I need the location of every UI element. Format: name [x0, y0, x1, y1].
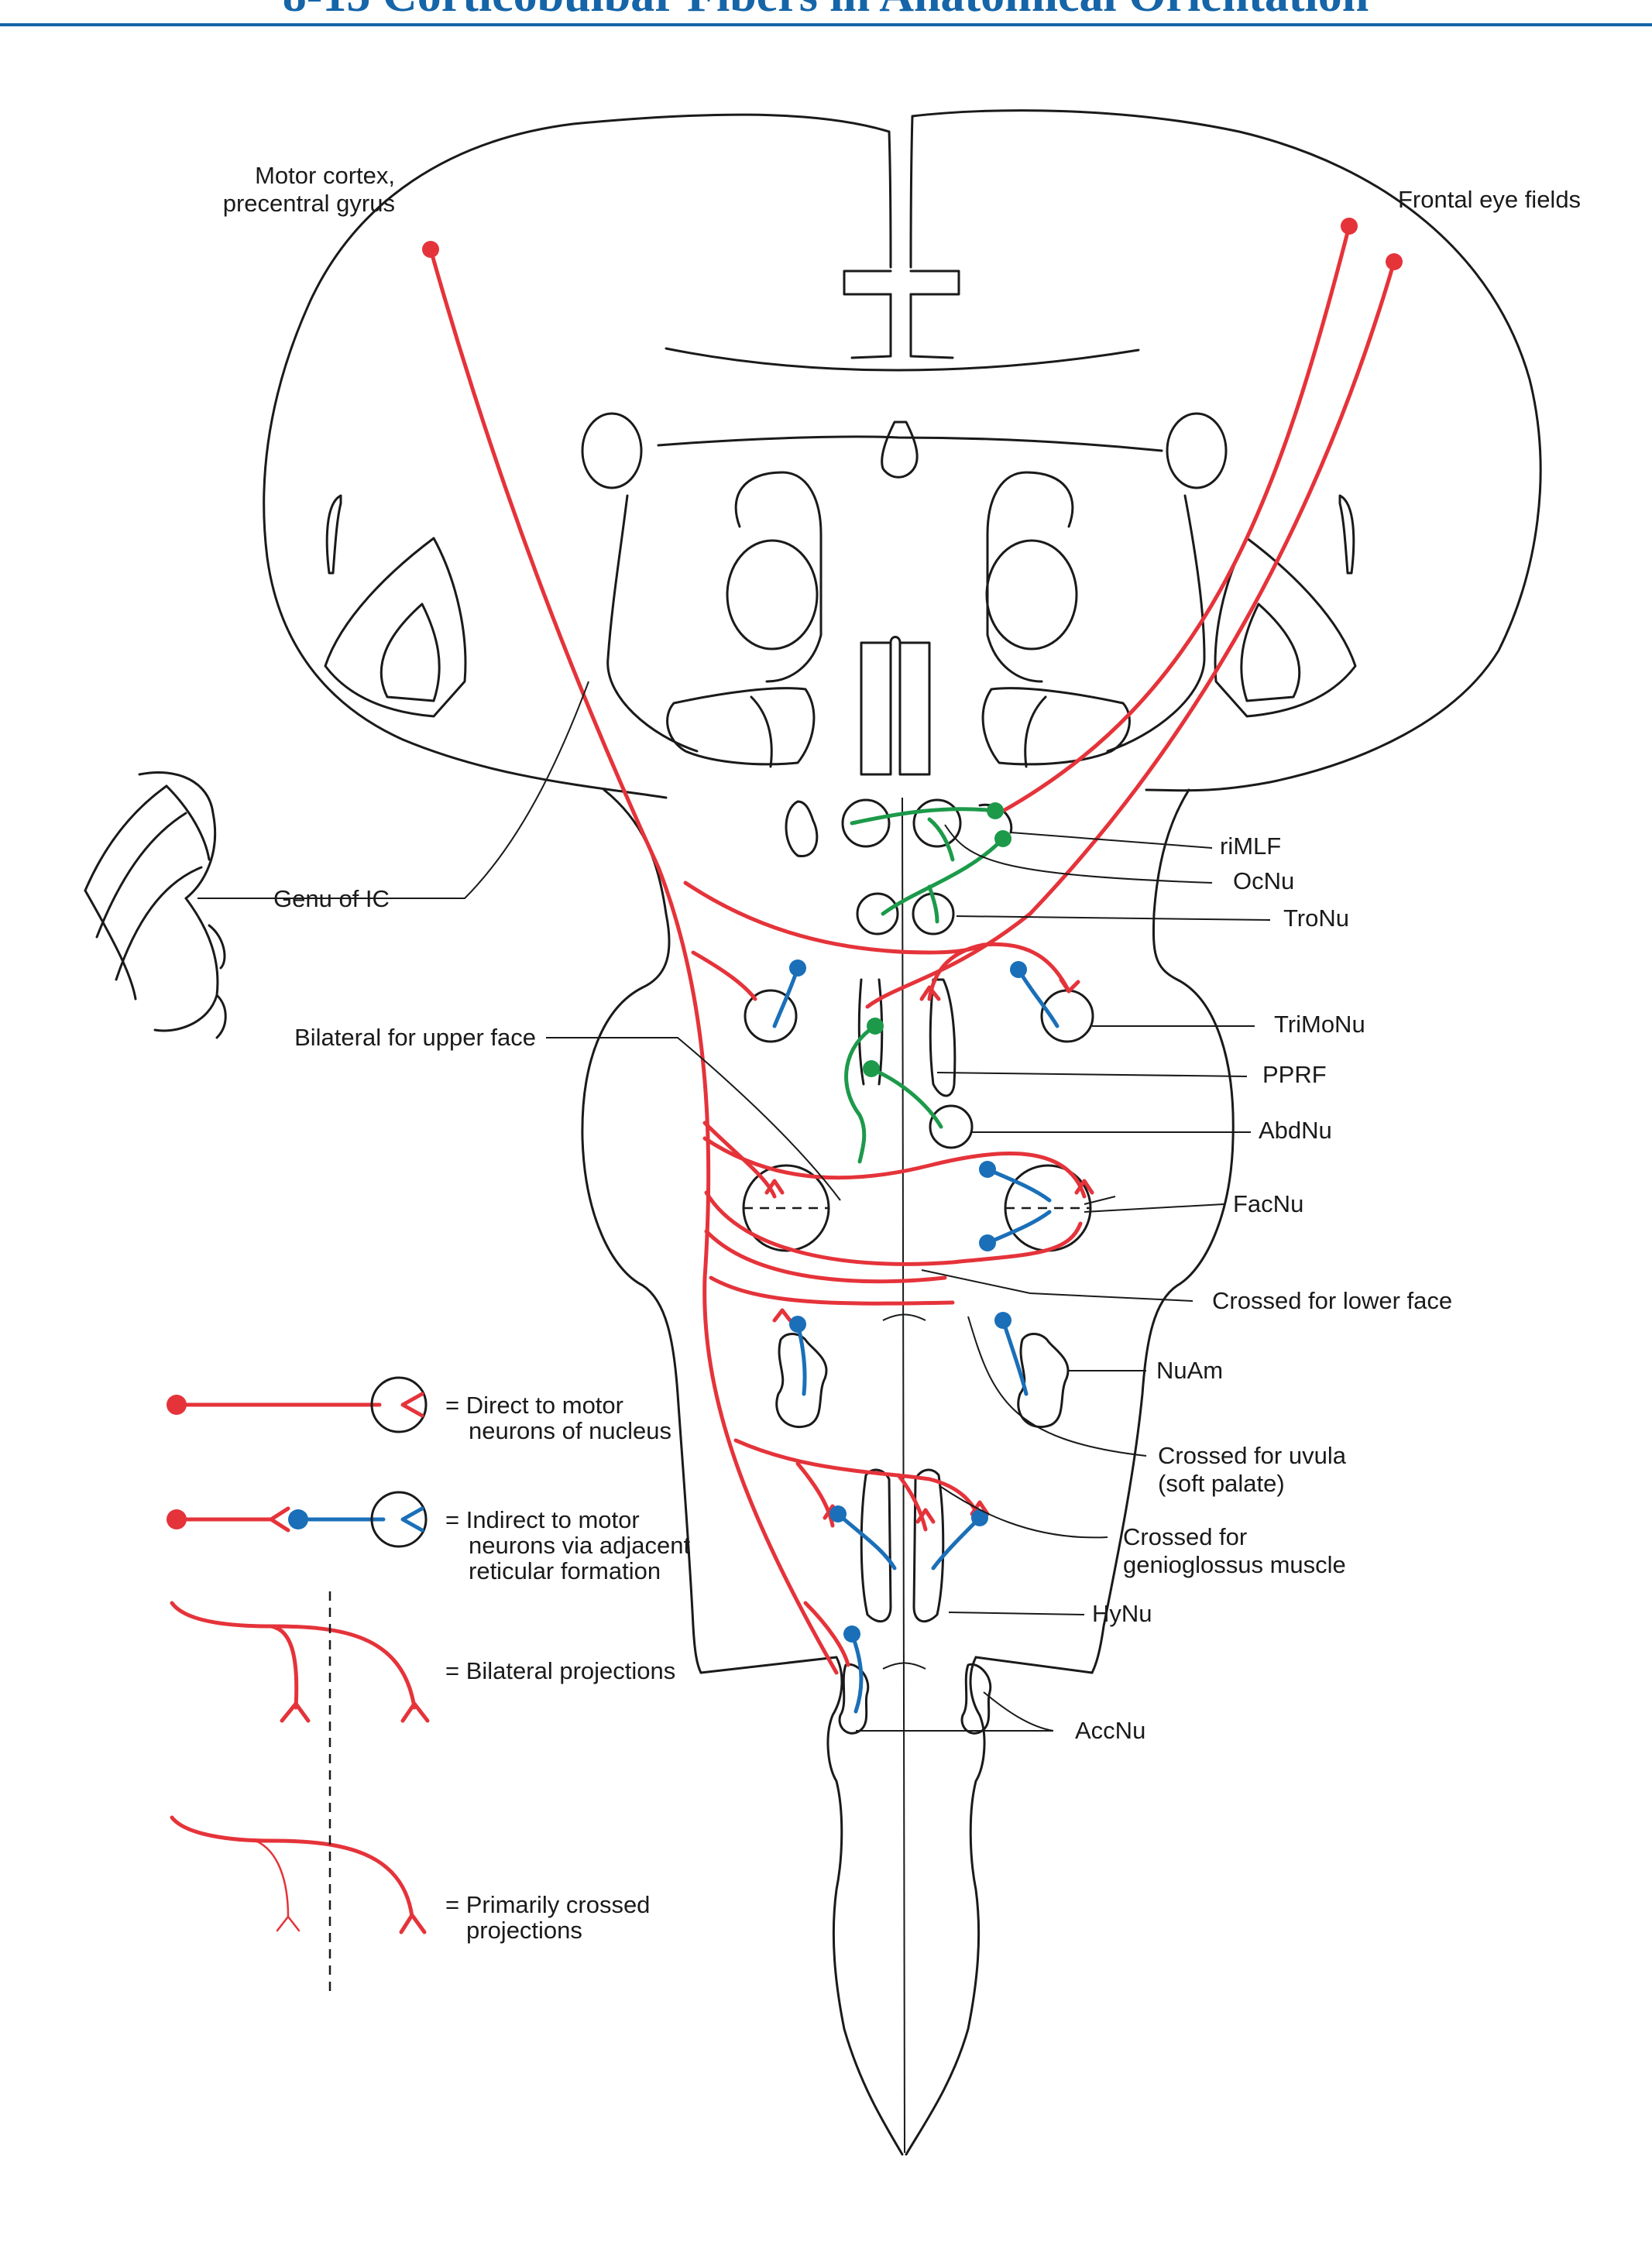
legend-crossed: = Primarily crossed projections [170, 1815, 650, 1944]
label-bilateral-upper-face: Bilateral for upper face [294, 1024, 536, 1051]
label-abdnu: AbdNu [1259, 1117, 1332, 1144]
indirect-fibers [772, 959, 1060, 1714]
label-hynu: HyNu [1092, 1600, 1152, 1627]
label-facnu: FacNu [1233, 1190, 1303, 1217]
legend-crossed-line-1: = Primarily crossed [445, 1891, 650, 1918]
labels: Motor cortex, precentral gyrus Frontal e… [223, 162, 1581, 1744]
label-genu-ic: Genu of IC [273, 885, 390, 912]
brain-outline [263, 109, 1542, 2156]
frontal-eye-field-origin-2 [1386, 253, 1403, 270]
brainstem-outline [581, 788, 702, 1674]
label-motor-cortex-2: precentral gyrus [223, 190, 395, 217]
legend-direct: = Direct to motor neurons of nucleus [167, 1376, 671, 1444]
gaze-fibers [844, 802, 1011, 1164]
legend-indirect-line-2: neurons via adjacent [469, 1532, 690, 1559]
label-crossed-lower-face: Crossed for lower face [1212, 1287, 1452, 1314]
right-hemisphere-outline [911, 109, 1542, 792]
label-trimonu: TriMoNu [1274, 1011, 1365, 1038]
legend-bilateral-text: = Bilateral projections [445, 1657, 675, 1684]
figure-title: 8-15 Corticobulbar Fibers in Anatomical … [283, 0, 1369, 22]
label-pprf: PPRF [1262, 1061, 1327, 1088]
legend: = Direct to motor neurons of nucleus = I… [167, 1376, 690, 1994]
frontal-eye-field-tract-1 [997, 224, 1351, 815]
internal-capsule-inset [84, 771, 227, 1039]
label-crossed-genioglossus-2: genioglossus muscle [1123, 1551, 1346, 1578]
label-crossed-uvula-2: (soft palate) [1158, 1470, 1285, 1497]
legend-indirect: = Indirect to motor neurons via adjacent… [167, 1491, 690, 1584]
left-hemisphere-outline [263, 113, 891, 799]
corticobulbar-fibers [422, 218, 1403, 1675]
label-motor-cortex-1: Motor cortex, [255, 162, 395, 189]
motor-cortex-tract [428, 247, 839, 1675]
label-crossed-uvula-1: Crossed for uvula [1158, 1442, 1347, 1469]
label-frontal-eye-fields: Frontal eye fields [1398, 186, 1581, 213]
frontal-eye-field-origin-1 [1341, 218, 1358, 235]
legend-crossed-line-2: projections [466, 1917, 582, 1944]
legend-indirect-line-3: reticular formation [469, 1557, 661, 1584]
frontal-eye-field-tract-2 [865, 259, 1396, 1009]
legend-direct-line-2: neurons of nucleus [469, 1417, 671, 1444]
label-nuam: NuAm [1156, 1357, 1223, 1384]
label-tronu: TroNu [1283, 905, 1349, 932]
motor-cortex-origin [422, 241, 439, 258]
label-crossed-genioglossus-1: Crossed for [1123, 1523, 1247, 1550]
legend-bilateral: = Bilateral projections [170, 1601, 675, 1723]
label-rimlf: riMLF [1220, 832, 1281, 860]
legend-direct-line-1: = Direct to motor [445, 1392, 623, 1419]
legend-indirect-line-1: = Indirect to motor [445, 1506, 640, 1533]
label-accnu: AccNu [1075, 1717, 1145, 1744]
leader-lines [197, 681, 1271, 1732]
label-ocnu: OcNu [1233, 867, 1294, 894]
